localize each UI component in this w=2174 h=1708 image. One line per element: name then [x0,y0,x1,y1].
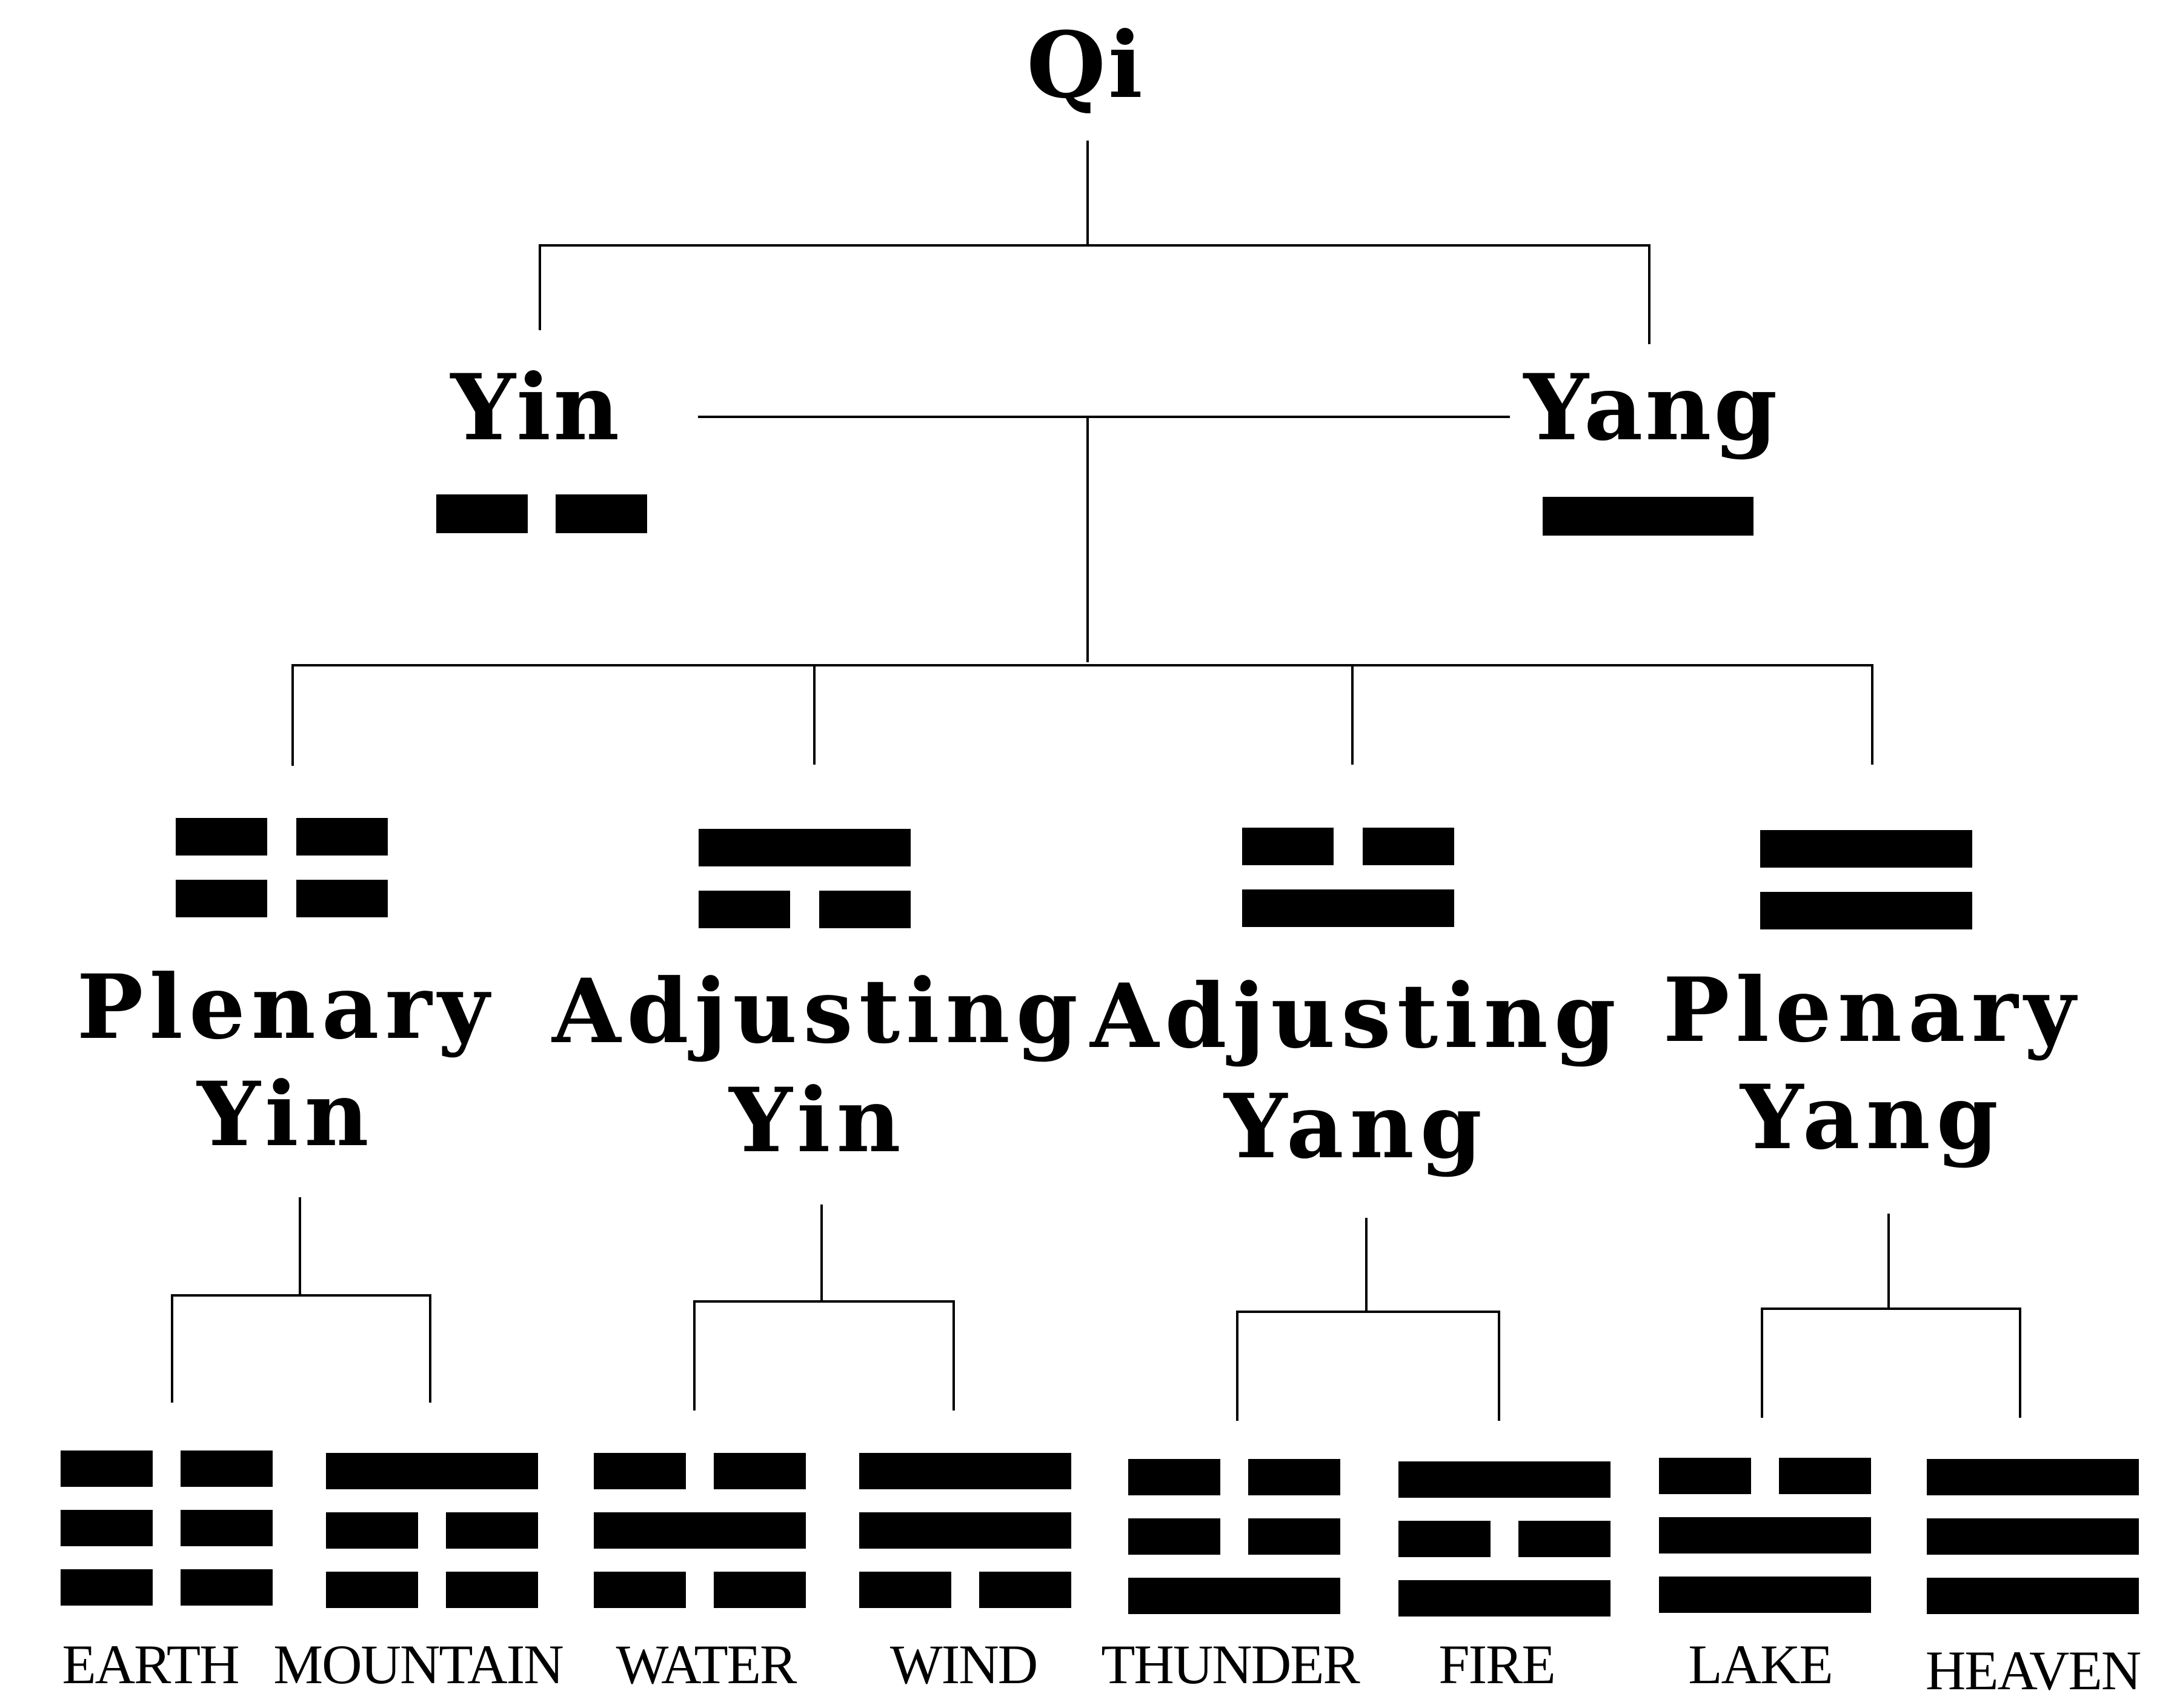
digram-adjusting-yang-line-1-broken-right [1363,828,1454,865]
trigram-thunder-line-1-broken-left [1128,1459,1220,1495]
connector-plenary-yin-branch [171,1294,431,1403]
level2-label-adjusting-yang-line1: Adjusting [1089,965,1622,1068]
trigram-mountain-line-3-broken-left [326,1572,418,1608]
trigram-water-line-3-broken-left [594,1572,686,1608]
trigram-earth-line-1-broken-left [61,1450,153,1487]
trigram-earth-line-2-broken-right [181,1510,273,1546]
level2-label-plenary-yang-line2: Yang [1739,1066,2004,1169]
digram-adjusting-yin-line-2-broken-left [699,891,790,928]
connector-plenary-yang-branch [1761,1308,2021,1418]
trigram-earth-line-2-broken-left [61,1510,153,1546]
trigram-wind-line-2-solid [859,1512,1071,1549]
connector-qi-branch [539,244,1650,344]
trigram-water-line-1-broken-right [714,1453,806,1489]
level1-line-symbols [436,494,1753,536]
trigram-mountain-line-3-broken-right [446,1572,538,1608]
trigram-thunder-line-1-broken-right [1248,1459,1340,1495]
trigram-fire-line-3-solid [1398,1580,1611,1617]
level2-digram-symbols [176,818,1972,929]
level1-yin-line-1-broken-right [556,494,647,533]
digram-plenary-yin-line-2-broken-right [296,880,388,917]
trigram-wind-line-3-broken-right [979,1572,1071,1608]
level1-label-yang: Yang [1523,354,1780,461]
level3-trigram-symbols [61,1450,2139,1617]
digram-plenary-yin-line-2-broken-left [176,880,267,917]
digram-adjusting-yin-line-1-solid [699,829,911,866]
trigram-water-line-2-solid [594,1512,806,1549]
digram-adjusting-yang-line-2-solid [1242,889,1454,927]
trigram-label-heaven: HEAVEN [1926,1640,2141,1701]
trigram-earth-line-3-broken-right [181,1569,273,1606]
trigram-fire-line-2-broken-right [1518,1521,1611,1557]
trigram-water-line-1-broken-left [594,1453,686,1489]
digram-plenary-yin-line-1-broken-right [296,818,388,856]
level2-label-adjusting-yin-line2: Yin [728,1069,906,1172]
digram-adjusting-yin-line-2-broken-right [819,891,911,928]
digram-plenary-yang-line-2-solid [1760,892,1972,929]
trigram-wind-line-1-solid [859,1453,1071,1489]
connector-level2-branch [291,664,1873,766]
trigram-label-earth: EARTH [62,1633,238,1695]
trigram-heaven-line-3-solid [1927,1578,2139,1614]
trigram-heaven-line-1-solid [1927,1459,2139,1495]
trigram-lake-line-2-solid [1659,1517,1871,1553]
trigram-earth-line-1-broken-right [181,1450,273,1487]
trigram-wind-line-3-broken-left [859,1572,951,1608]
trigram-heaven-line-2-solid [1927,1518,2139,1555]
trigram-mountain-line-2-broken-left [326,1512,418,1549]
level2-label-adjusting-yang-line2: Yang [1223,1075,1488,1178]
trigram-fire-line-1-solid [1398,1461,1611,1498]
trigram-label-wind: WIND [890,1633,1037,1695]
trigram-label-mountain: MOUNTAIN [273,1633,563,1695]
digram-plenary-yang-line-1-solid [1760,830,1972,868]
trigram-water-line-3-broken-right [714,1572,806,1608]
trigram-label-water: WATER [616,1633,797,1695]
trigram-label-lake: LAKE [1688,1633,1832,1695]
level2-label-plenary-yin-line1: Plenary [77,955,496,1059]
trigram-thunder-line-2-broken-right [1248,1518,1340,1555]
level2-label-plenary-yin-line2: Yin [196,1063,374,1166]
trigram-earth-line-3-broken-left [61,1569,153,1606]
trigram-lake-line-1-broken-left [1659,1458,1751,1494]
connectors [171,141,2021,1421]
root-label-qi: Qi [1026,12,1145,119]
level2-label-plenary-yang-line1: Plenary [1663,959,2082,1062]
level1-yin-line-1-broken-left [436,494,528,533]
connector-adjusting-yang-branch [1236,1311,1500,1421]
trigram-label-fire: FIRE [1438,1633,1554,1695]
level1-yang-line-1-solid [1543,497,1753,536]
trigram-thunder-line-3-solid [1128,1578,1340,1614]
trigram-mountain-line-2-broken-right [446,1512,538,1549]
trigram-thunder-line-2-broken-left [1128,1518,1220,1555]
level2-label-adjusting-yin-line1: Adjusting [551,960,1084,1063]
level1-label-yin: Yin [450,354,622,461]
trigram-mountain-line-1-solid [326,1453,538,1489]
trigram-fire-line-2-broken-left [1398,1521,1491,1557]
digram-plenary-yin-line-1-broken-left [176,818,267,856]
connector-adjusting-yin-branch [693,1300,955,1411]
trigram-lake-line-3-solid [1659,1577,1871,1613]
trigram-label-thunder: THUNDER [1101,1633,1360,1695]
digram-adjusting-yang-line-1-broken-left [1242,828,1334,865]
trigram-lake-line-1-broken-right [1779,1458,1871,1494]
